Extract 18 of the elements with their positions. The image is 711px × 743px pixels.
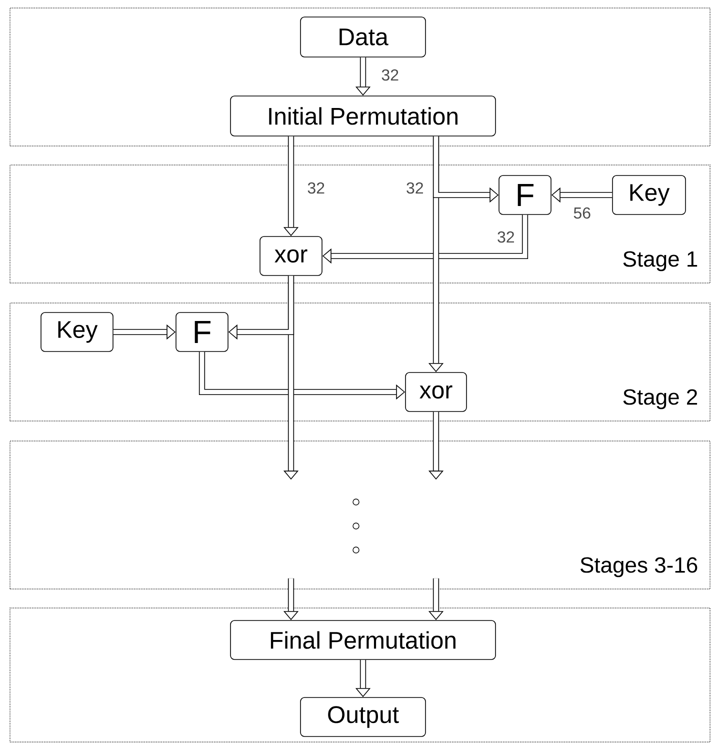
function-box: F xyxy=(176,312,228,352)
stage-band xyxy=(10,608,710,742)
function-box: F xyxy=(498,175,552,215)
process-box: Initial Permutation xyxy=(230,96,496,136)
input-box: Data xyxy=(300,16,426,58)
key-box: Key xyxy=(612,175,686,215)
key-box: Key xyxy=(40,312,114,352)
edge-label: 56 xyxy=(572,206,592,220)
output-box: Output xyxy=(300,697,426,737)
edge-label: 32 xyxy=(496,230,516,244)
xor-box: xor xyxy=(260,236,322,276)
edge-label: 32 xyxy=(306,181,326,195)
stage-band xyxy=(10,8,710,146)
edge-label: 32 xyxy=(380,68,400,82)
edge-label: 32 xyxy=(405,181,425,195)
process-box: Final Permutation xyxy=(230,620,496,660)
stage-band: Stages 3-16 xyxy=(10,440,710,590)
xor-box: xor xyxy=(405,372,467,412)
